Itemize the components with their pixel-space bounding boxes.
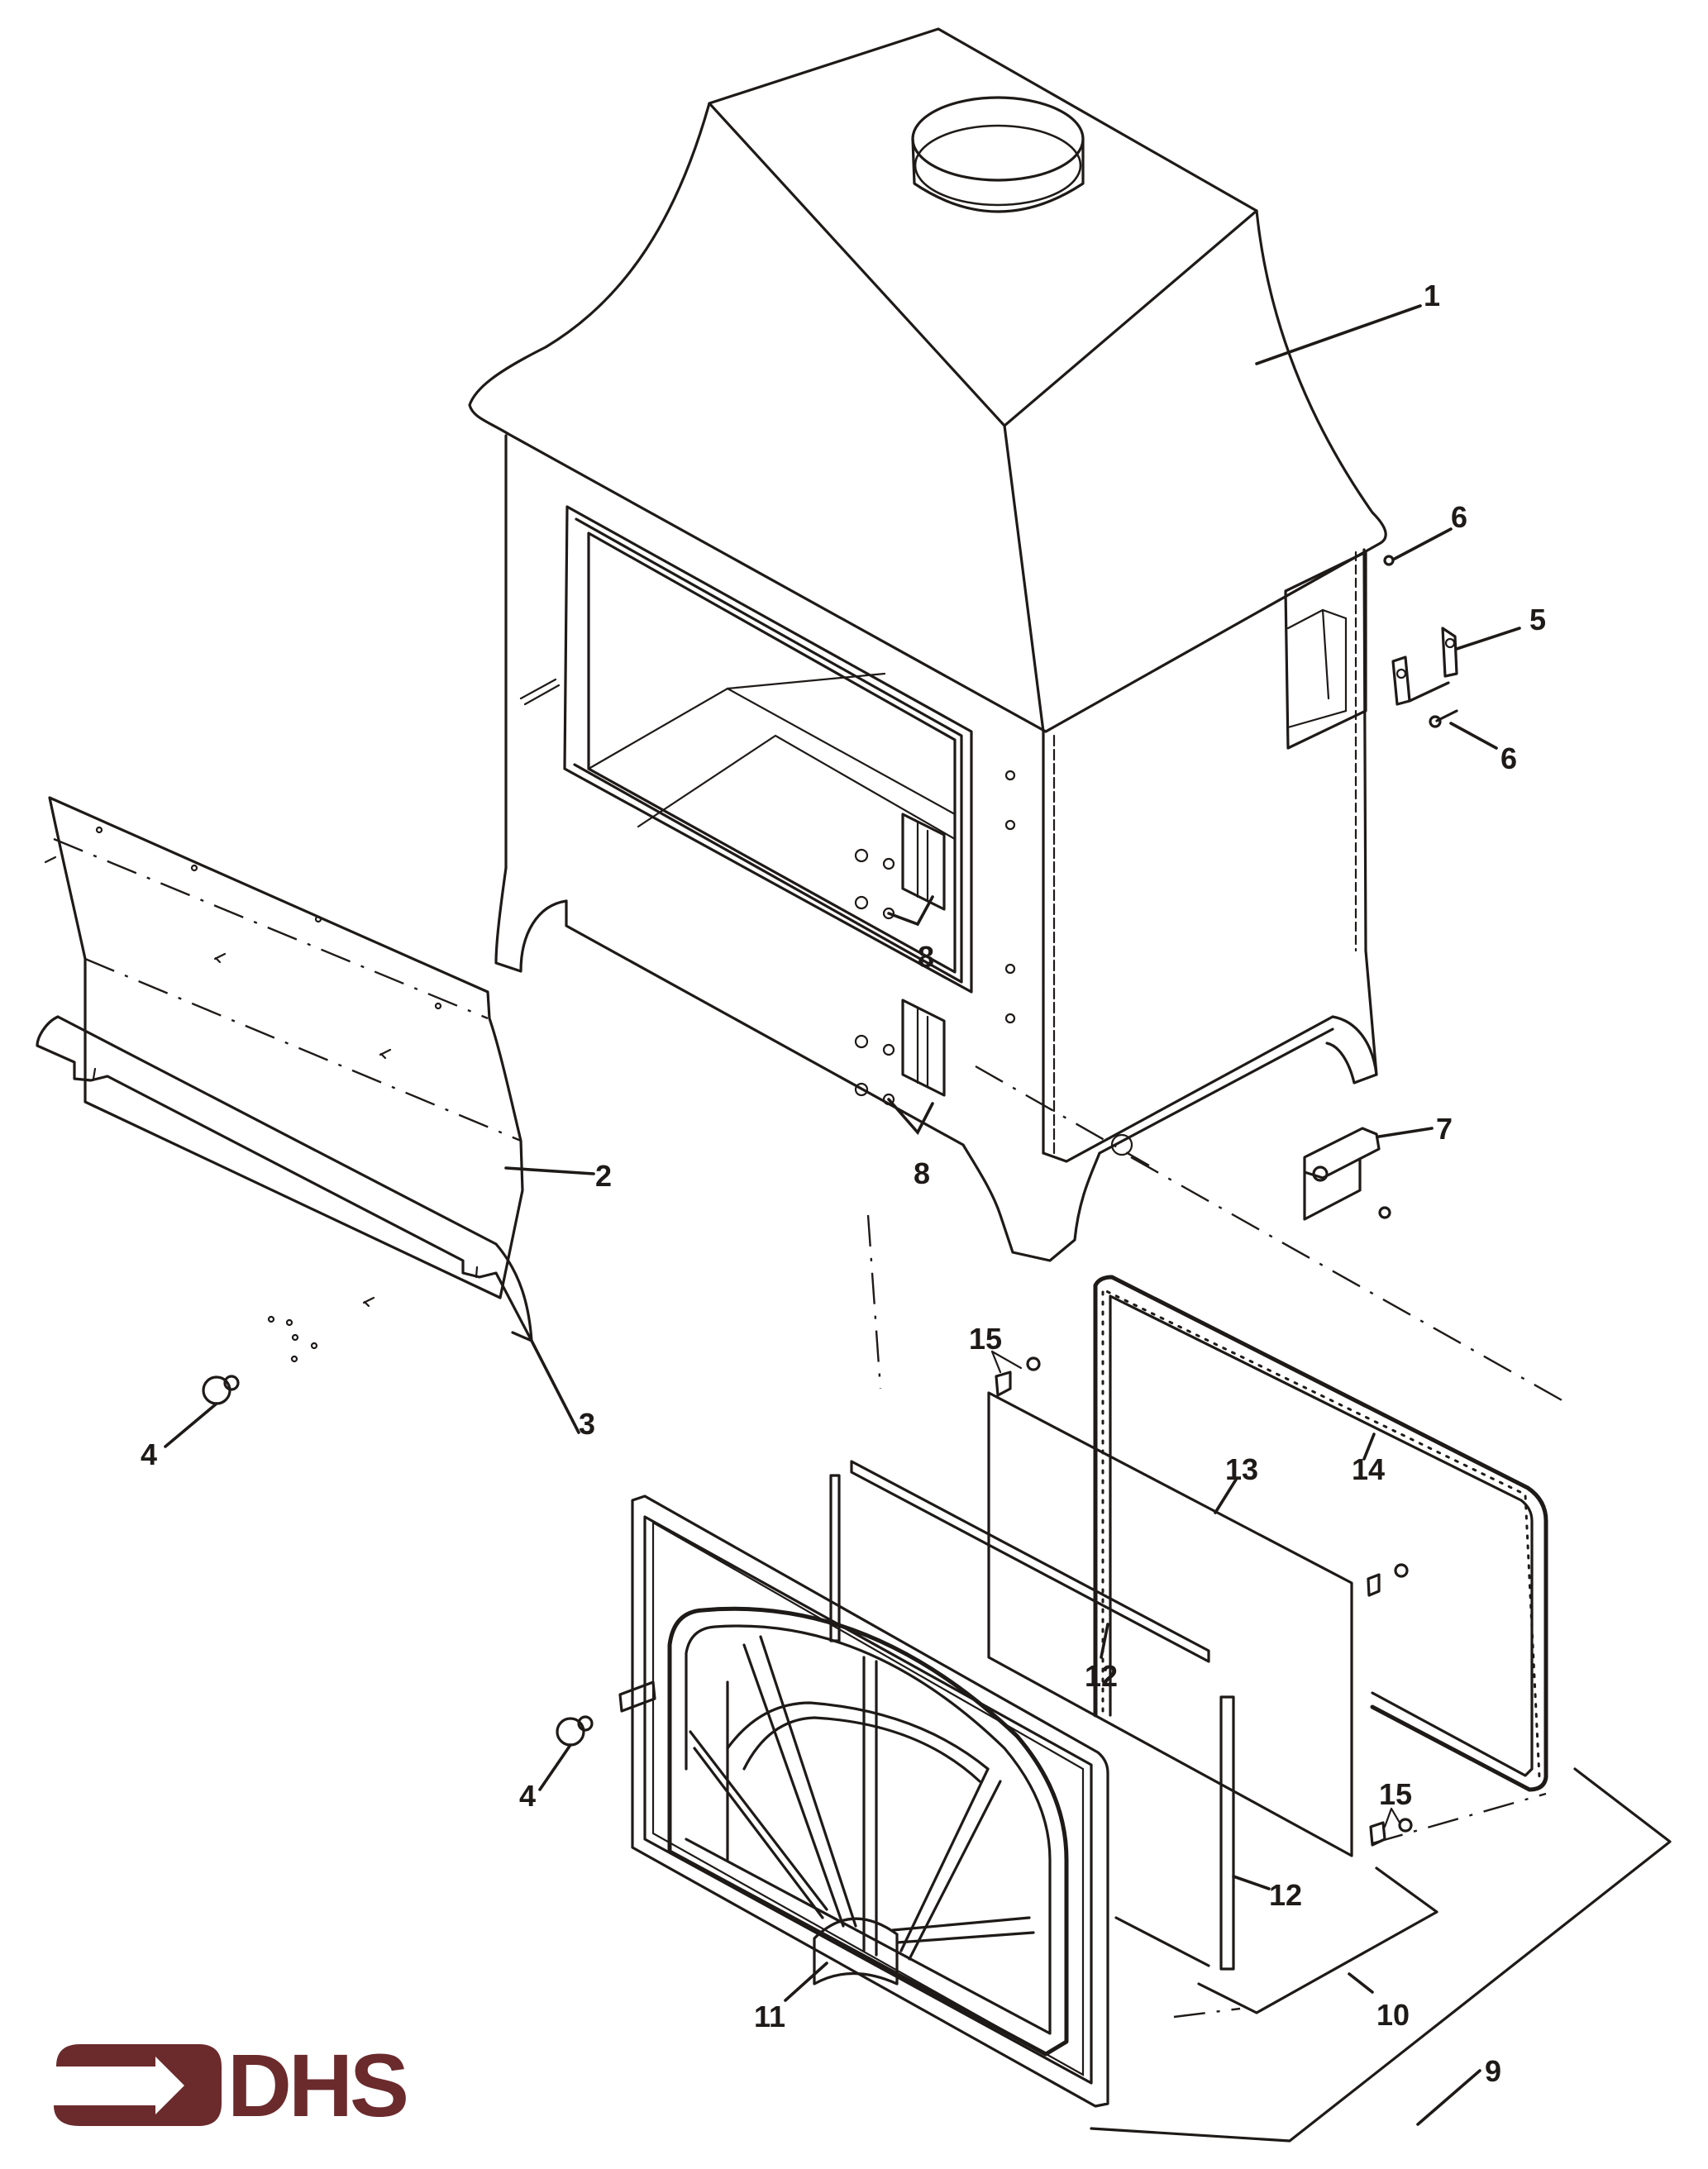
callout-9: 9 <box>1485 2054 1501 2088</box>
part-11-door <box>618 1494 1109 2108</box>
logo-text: DHS <box>227 2035 406 2135</box>
callout-14: 14 <box>1352 1452 1385 1486</box>
callout-13: 13 <box>1225 1452 1258 1486</box>
assembly-axis-2 <box>975 1065 1150 1167</box>
leader-12b <box>1232 1875 1271 1890</box>
part-12-strip-right <box>1219 1695 1235 1971</box>
body-right-back-edge <box>1362 548 1367 952</box>
hood-right-flare <box>1044 209 1387 733</box>
callout-6-bottom: 6 <box>1500 741 1517 775</box>
leader-10 <box>1348 1972 1374 1994</box>
part-12-strip-bottom <box>1114 1916 1210 1967</box>
part-15-clip-mid <box>1367 1563 1409 1597</box>
part-2-heat-shield <box>44 796 524 1308</box>
arrow-into-bracket-icon <box>54 2044 222 2126</box>
stove-legs <box>494 866 1378 1262</box>
side-bolt <box>519 678 561 706</box>
dhs-logo: DHS <box>54 2035 409 2135</box>
callout-labels: 1 2 3 4 4 5 6 6 7 8 8 9 10 11 12 12 13 1… <box>141 279 1546 2088</box>
bracket-10 <box>1197 1866 1438 2014</box>
side-vent <box>1284 551 1367 750</box>
leader-8a <box>887 895 934 927</box>
leader-6b <box>1449 722 1498 750</box>
leader-6a <box>1391 527 1453 561</box>
leader-3 <box>530 1339 580 1434</box>
hood-front-bottom-edge <box>507 432 1047 733</box>
leader-4a <box>164 1402 218 1448</box>
hinge-upper <box>854 813 946 920</box>
callout-3: 3 <box>579 1407 595 1441</box>
bracket-9 <box>1090 1767 1672 2143</box>
part-6-screw-bottom <box>1429 709 1458 728</box>
callout-1: 1 <box>1424 279 1440 312</box>
leader-11 <box>784 1962 828 2002</box>
leader-9 <box>1416 2069 1481 2126</box>
callout-11: 11 <box>754 2000 785 2033</box>
part-5-bracket <box>1391 627 1458 706</box>
callout-8-lower: 8 <box>914 1156 930 1190</box>
door-axis <box>866 1214 882 1390</box>
callout-8-upper: 8 <box>918 940 934 974</box>
callout-5: 5 <box>1529 603 1546 636</box>
leader-7 <box>1377 1127 1434 1138</box>
firebox-opening <box>563 505 973 994</box>
leader-lines <box>164 304 1521 2126</box>
leader-13 <box>1214 1478 1238 1514</box>
leader-1 <box>1255 304 1422 365</box>
callout-15-lower: 15 <box>1379 1777 1412 1811</box>
glass-axis <box>1372 1792 1547 1845</box>
callout-2: 2 <box>595 1159 612 1193</box>
hinge-lower <box>854 999 946 1106</box>
callout-12-lower: 12 <box>1269 1878 1302 1912</box>
part-13-glass <box>987 1391 1353 1857</box>
leader-14 <box>1362 1432 1376 1461</box>
part-7-clip <box>1303 1127 1391 1221</box>
base-axis <box>1173 2007 1241 2019</box>
callout-6-top: 6 <box>1451 500 1467 534</box>
callout-4-left: 4 <box>141 1437 157 1471</box>
callout-10: 10 <box>1376 1998 1410 2032</box>
part-4-knob-left <box>202 1375 240 1405</box>
part-12-strip-top <box>850 1460 1210 1663</box>
callout-12-upper: 12 <box>1085 1659 1118 1693</box>
hood-left-flare <box>468 102 711 436</box>
jamb-holes <box>1004 770 1016 1024</box>
hood-top-plate <box>708 27 1258 427</box>
callout-15-upper: 15 <box>969 1322 1002 1356</box>
hood-corner-edge <box>1003 424 1045 733</box>
flue-collar <box>911 96 1085 213</box>
leader-2 <box>504 1166 595 1175</box>
part-14-gasket <box>1093 1275 1548 1792</box>
part-1-stove-body <box>468 27 1572 1407</box>
leader-12a <box>1100 1623 1109 1659</box>
part-4-knob-door <box>556 1715 594 1747</box>
leader-8b <box>887 1098 934 1136</box>
part-15-clip-lower <box>1369 1807 1413 1847</box>
part-12-strip-left <box>829 1474 841 1642</box>
part-6-screw-top <box>1383 555 1395 566</box>
callout-7: 7 <box>1436 1112 1453 1146</box>
part-15-clip-upper <box>990 1350 1041 1397</box>
callout-4-door: 4 <box>519 1779 536 1813</box>
assembly-axis <box>1130 1156 1572 1407</box>
leader-4b <box>538 1743 572 1791</box>
part-3-front-rail <box>36 1015 533 1363</box>
leader-5 <box>1455 627 1521 651</box>
